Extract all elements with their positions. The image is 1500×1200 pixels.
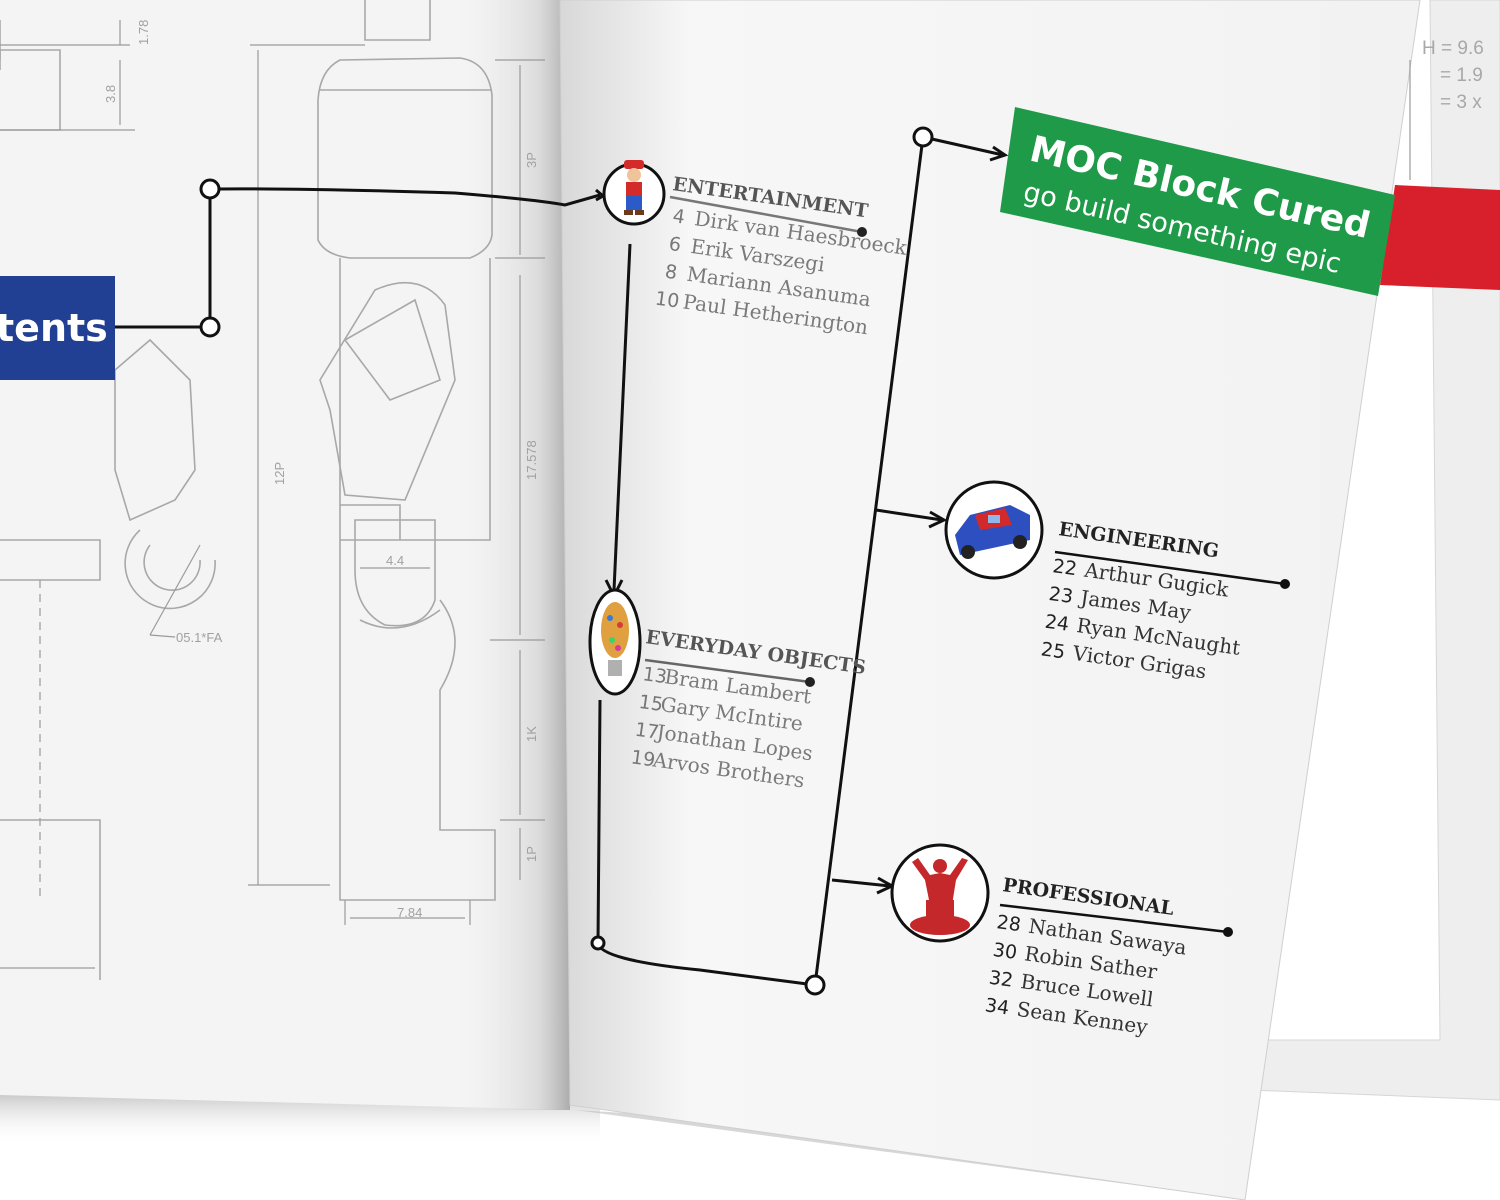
entry-page: 15 <box>637 691 664 716</box>
entry-page: 24 <box>1044 611 1071 636</box>
mario-figure-icon <box>624 160 644 215</box>
dimension-label: 7.84 <box>397 905 422 920</box>
dimension-label: 3.8 <box>103 85 118 103</box>
title-banner-background <box>1000 107 1395 296</box>
lightbulb-icon <box>601 602 629 676</box>
connector-node <box>199 178 221 200</box>
entry-page: 25 <box>1040 638 1067 663</box>
connector-node <box>804 974 826 996</box>
entry-page: 17 <box>634 719 661 744</box>
entry-page: 4 <box>671 205 686 228</box>
red-section-tab <box>1380 185 1500 290</box>
formula-line: = 1.9 <box>1440 65 1483 86</box>
entry-page: 8 <box>664 261 679 284</box>
entry-page: 22 <box>1051 555 1078 580</box>
formula-line: = 3 x <box>1440 92 1482 113</box>
entry-page: 6 <box>667 233 682 256</box>
dimension-label: 1K <box>524 726 539 742</box>
entry-page: 23 <box>1047 583 1074 608</box>
dimension-label: 3P <box>524 152 539 168</box>
connector-node <box>912 126 934 148</box>
entry-page: 10 <box>654 288 681 313</box>
dimension-label: 12P <box>272 462 287 485</box>
entry-page: 34 <box>984 994 1011 1019</box>
dimension-label: 1.78 <box>136 20 151 45</box>
dimension-label: 05.1*FA <box>176 630 223 645</box>
contents-tab-background <box>0 276 115 380</box>
connector-node <box>590 935 606 951</box>
dimension-label: 17.578 <box>524 440 539 480</box>
left-page <box>0 0 570 1110</box>
connector-node <box>199 316 221 338</box>
entry-page: 13 <box>641 663 668 688</box>
dimension-label: 1P <box>524 846 539 862</box>
contents-tab-label: tents <box>0 306 108 350</box>
flow-connectors <box>115 126 1009 996</box>
red-sculpture-icon <box>910 858 970 935</box>
race-car-icon <box>955 505 1030 559</box>
dimension-label: 4.4 <box>386 553 404 568</box>
entry-page: 19 <box>630 746 657 771</box>
formula-note: H = 9.6 = 1.9 = 3 x <box>1409 38 1484 180</box>
formula-line: H = 9.6 <box>1422 38 1484 59</box>
right-page <box>559 0 1421 1200</box>
entry-page: 30 <box>991 939 1018 964</box>
entry-page: 28 <box>995 911 1022 936</box>
contents-tab: tents <box>0 276 115 380</box>
entry-page: 32 <box>988 967 1015 992</box>
